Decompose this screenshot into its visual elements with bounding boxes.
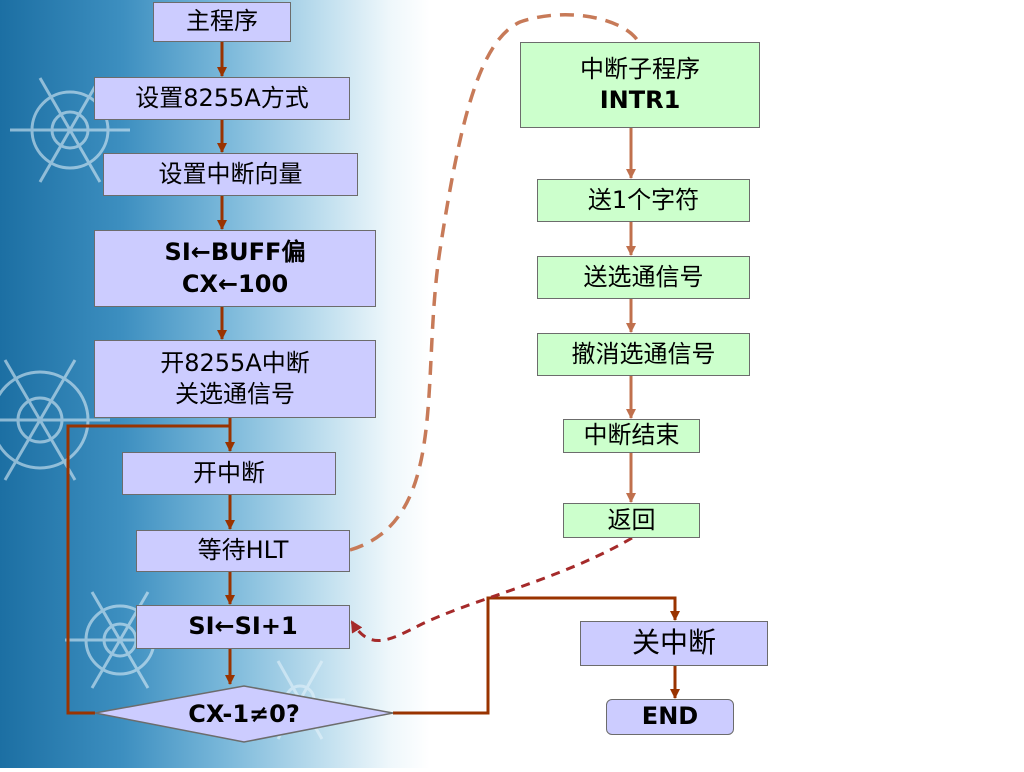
disable-interrupt-label: 关中断 [631,626,716,660]
interrupt-title-line1: 中断子程序 [580,54,700,83]
end-box: END [606,699,734,735]
set-8255a-mode-label: 设置8255A方式 [135,83,309,112]
send-strobe-box: 送选通信号 [537,256,750,299]
wait-hlt-label: 等待HLT [197,536,289,565]
set-8255a-mode-box: 设置8255A方式 [94,77,350,120]
exit-line [393,596,680,715]
decision-label: CX-1≠0? [188,700,300,728]
end-label: END [641,702,699,731]
loop-back-line [66,424,230,715]
main-program-box: 主程序 [153,2,291,42]
interrupt-title-line2: INTR1 [599,86,681,114]
enable-line2-label: 关选通信号 [175,380,295,408]
enable-interrupt-label: 开中断 [193,458,265,487]
enable-8255a-box: 开8255A中断 关选通信号 [94,340,376,418]
si-increment-label: SI←SI+1 [188,612,298,641]
interrupt-end-box: 中断结束 [563,419,700,453]
dashed-return-curve [350,536,633,642]
init-registers-box: SI←BUFF偏 CX←100 [94,230,376,307]
init-line2-label: CX←100 [181,269,289,298]
send-strobe-label: 送选通信号 [583,262,704,291]
set-interrupt-vector-box: 设置中断向量 [103,153,358,196]
main-program-label: 主程序 [186,7,258,36]
init-line1-label: SI←BUFF偏 [164,238,306,267]
cancel-strobe-box: 撤消选通信号 [537,333,750,376]
send-char-label: 送1个字符 [587,185,700,214]
interrupt-end-label: 中断结束 [583,421,680,450]
dashed-call-curve [349,13,642,552]
interrupt-routine-title-box: 中断子程序 INTR1 [520,42,760,128]
set-interrupt-vector-label: 设置中断向量 [158,159,303,188]
decision-diamond [94,685,394,743]
return-label: 返回 [607,505,656,534]
enable-interrupt-box: 开中断 [122,452,336,495]
return-box: 返回 [563,503,700,538]
disable-interrupt-box: 关中断 [580,621,768,666]
enable-line1-label: 开8255A中断 [160,348,310,377]
send-char-box: 送1个字符 [537,179,750,222]
wait-hlt-box: 等待HLT [136,530,350,572]
si-increment-box: SI←SI+1 [136,605,350,649]
cancel-strobe-label: 撤消选通信号 [571,339,716,368]
